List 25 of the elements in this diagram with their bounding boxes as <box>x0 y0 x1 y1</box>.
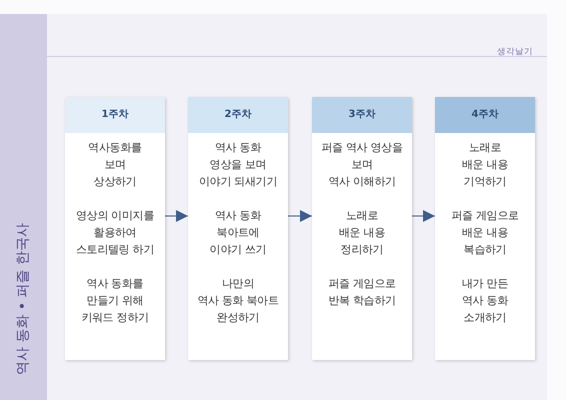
week-header: 3주차 <box>312 97 412 133</box>
activity-text: 역사 동화 북아트에 이야기 쓰기 <box>208 208 268 258</box>
week-header: 2주차 <box>188 97 288 133</box>
week-column <box>312 97 412 360</box>
week-column <box>435 97 535 360</box>
vertical-title: 역사 동화 • 퍼즐 한국사 <box>14 222 32 376</box>
activity-text: 노래로 배운 내용 기억하기 <box>461 140 509 190</box>
arrow <box>412 210 436 222</box>
section-label: 생각날기 <box>497 46 533 58</box>
week-column <box>65 97 165 360</box>
activity-text: 퍼즐 게임으로 반복 학습하기 <box>327 276 397 309</box>
activity-text: 역사 동화 영상을 보며 이야기 되새기기 <box>198 140 278 190</box>
activity-text: 역사 동화를 만들기 위해 키워드 정하기 <box>80 276 150 326</box>
activity-text: 역사동화를 보며 상상하기 <box>87 140 143 190</box>
activity-text: 퍼즐 게임으로 배운 내용 복습하기 <box>450 208 520 258</box>
activity-text: 노래로 배운 내용 정리하기 <box>338 208 386 258</box>
activity-text: 퍼즐 역사 영상을 보며 역사 이해하기 <box>320 140 404 190</box>
week-header: 1주차 <box>65 97 165 133</box>
week-header: 4주차 <box>435 97 535 133</box>
week-column <box>188 97 288 360</box>
arrow <box>288 210 312 222</box>
activity-text: 영상의 이미지를 활용하여 스토리텔링 하기 <box>74 208 156 258</box>
activity-text: 나만의 역사 동화 북아트 완성하기 <box>196 276 280 326</box>
arrow <box>164 210 188 222</box>
activity-text: 내가 만든 역사 동화 소개하기 <box>461 276 510 326</box>
